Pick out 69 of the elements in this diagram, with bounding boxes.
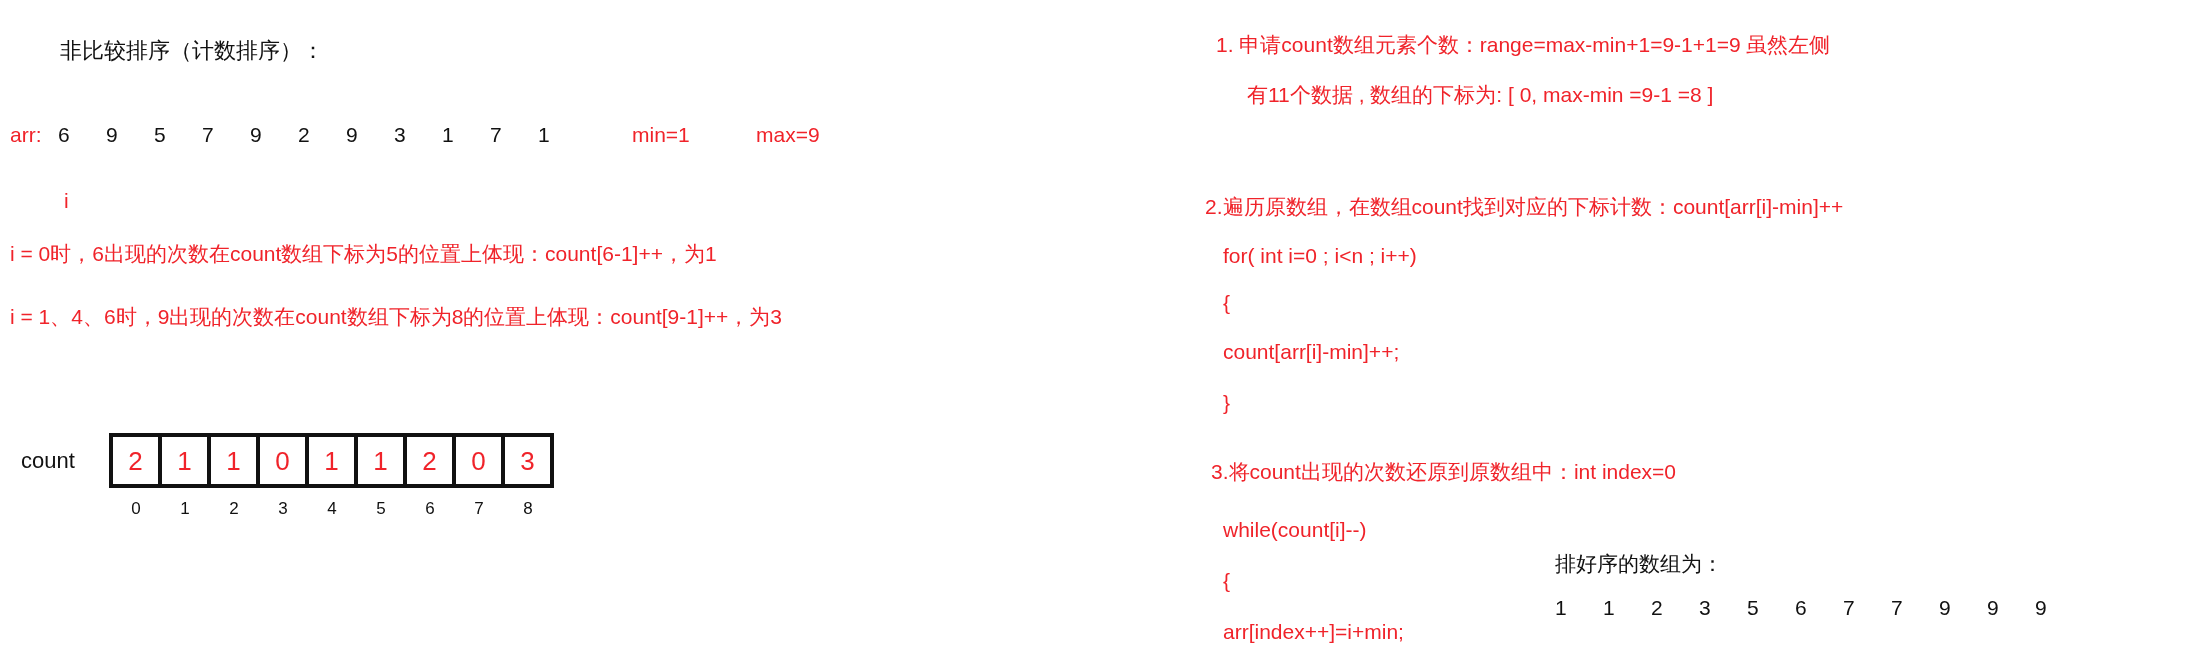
index-number: 3 xyxy=(277,500,289,517)
sorted-value: 3 xyxy=(1699,597,1711,618)
array-value: 1 xyxy=(538,124,550,145)
array-cell xyxy=(505,437,550,484)
code-line: count[arr[i]-min]++; xyxy=(1223,341,1400,362)
array-value: 9 xyxy=(346,124,358,145)
code-line: while(count[i]--) xyxy=(1223,519,1367,540)
step-text: 2.遍历原数组，在数组count找到对应的下标计数：count[arr[i]-min]++ xyxy=(1205,196,1844,217)
cell-value: 1 xyxy=(226,447,241,474)
index-number: 6 xyxy=(424,500,436,517)
array-cell xyxy=(407,437,452,484)
code-line: arr[index++]=i+min; xyxy=(1223,621,1404,642)
array-cell xyxy=(113,437,158,484)
index-number: 8 xyxy=(522,500,534,517)
cell-value: 3 xyxy=(520,447,535,474)
annotation-text: min=1 xyxy=(632,124,690,145)
array-value: 1 xyxy=(442,124,454,145)
cell-value: 1 xyxy=(373,447,388,474)
array-cell xyxy=(162,437,207,484)
code-label: arr: xyxy=(10,124,42,145)
sorted-value: 9 xyxy=(1939,597,1951,618)
index-number: 4 xyxy=(326,500,338,517)
array-label: count xyxy=(21,447,76,475)
array-cell xyxy=(456,437,501,484)
cell-value: 2 xyxy=(422,447,437,474)
sorted-value: 9 xyxy=(1987,597,1999,618)
sorted-value: 5 xyxy=(1747,597,1759,618)
index-number: 1 xyxy=(179,500,191,517)
array-cell xyxy=(309,437,354,484)
sorted-value: 2 xyxy=(1651,597,1663,618)
cell-value: 0 xyxy=(471,447,486,474)
sorted-value: 1 xyxy=(1555,597,1567,618)
array-cell xyxy=(211,437,256,484)
sorted-value: 7 xyxy=(1891,597,1903,618)
heading-text: 排好序的数组为： xyxy=(1555,553,1723,574)
code-line: } xyxy=(1223,392,1230,413)
array-value: 3 xyxy=(394,124,406,145)
array-value: 2 xyxy=(298,124,310,145)
array-value: 7 xyxy=(202,124,214,145)
index-number: 5 xyxy=(375,500,387,517)
index-marker: i xyxy=(64,190,69,211)
annotation-text: max=9 xyxy=(756,124,820,145)
array-value: 5 xyxy=(154,124,166,145)
code-line: { xyxy=(1223,570,1230,591)
explanation-text: i = 1、4、6时，9出现的次数在count数组下标为8的位置上体现：count[9-1]++，为3 xyxy=(10,306,782,327)
array-value: 6 xyxy=(58,124,70,145)
explanation-text: i = 0时，6出现的次数在count数组下标为5的位置上体现：count[6-1]++，为1 xyxy=(10,243,717,264)
array-cell xyxy=(358,437,403,484)
index-number: 2 xyxy=(228,500,240,517)
sorted-value: 1 xyxy=(1603,597,1615,618)
code-line: for( int i=0 ; i<n ; i++) xyxy=(1223,245,1417,266)
code-line: { xyxy=(1223,292,1230,313)
cell-value: 1 xyxy=(324,447,339,474)
array-value: 7 xyxy=(490,124,502,145)
index-number: 7 xyxy=(473,500,485,517)
array-cell xyxy=(260,437,305,484)
cell-value: 1 xyxy=(177,447,192,474)
step-text: 有11个数据 , 数组的下标为: [ 0, max-min =9-1 =8 ] xyxy=(1247,84,1714,105)
step-text: 3.将count出现的次数还原到原数组中：int index=0 xyxy=(1211,461,1677,482)
step-text: 1. 申请count数组元素个数：range=max-min+1=9-1+1=9 虽然左侧 xyxy=(1216,34,1831,55)
title: 非比较排序（计数排序）： xyxy=(60,37,324,65)
index-number: 0 xyxy=(130,500,142,517)
sorted-value: 6 xyxy=(1795,597,1807,618)
cell-value: 0 xyxy=(275,447,290,474)
array-value: 9 xyxy=(250,124,262,145)
array-value: 9 xyxy=(106,124,118,145)
cell-value: 2 xyxy=(128,447,143,474)
sorted-value: 7 xyxy=(1843,597,1855,618)
sorted-value: 9 xyxy=(2035,597,2047,618)
